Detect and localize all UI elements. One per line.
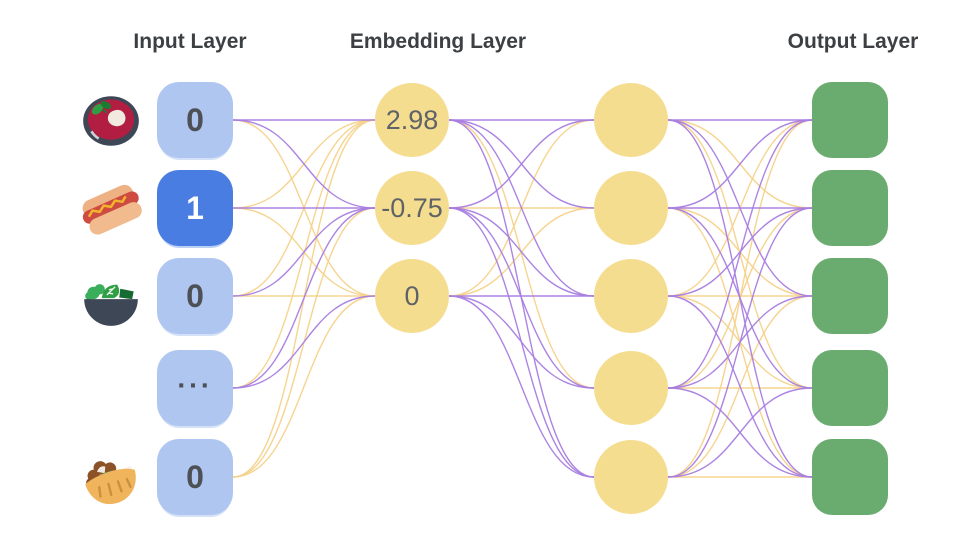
input-node-value: 1	[186, 189, 204, 226]
edge-embedding-hidden	[448, 295, 595, 389]
salad-bowl-icon	[78, 263, 144, 329]
input-node-2: 0	[157, 258, 233, 334]
hidden-node-0	[594, 83, 668, 157]
edge-embedding-hidden	[448, 119, 595, 389]
input-node-value: 0	[186, 458, 204, 495]
embedding-node-value: 2.98	[385, 104, 439, 135]
hidden-node-4	[594, 440, 668, 514]
hidden-node-2	[594, 259, 668, 333]
input-node-value: 0	[186, 101, 204, 138]
edge-input-embedding	[232, 207, 376, 389]
output-layer-title: Output Layer	[787, 30, 919, 53]
embedding-node-1: -0.75	[375, 171, 449, 245]
edge-hidden-output	[667, 295, 813, 478]
edge-hidden-output	[667, 207, 813, 478]
edge-input-embedding	[232, 207, 376, 297]
input-node-4: 0	[157, 439, 233, 515]
input-layer-title: Input Layer	[133, 30, 247, 53]
output-node-0	[812, 82, 888, 158]
edge-input-embedding	[232, 119, 376, 389]
hidden-node-3	[594, 351, 668, 425]
pita-wrap-icon	[78, 444, 144, 510]
input-node-1: 1	[157, 170, 233, 246]
input-node-value: ...	[177, 362, 213, 394]
input-node-3: ...	[157, 350, 233, 426]
edge-input-embedding	[232, 295, 376, 389]
hidden-node-1	[594, 171, 668, 245]
edge-hidden-output	[667, 207, 813, 389]
output-node-4	[812, 439, 888, 515]
edge-embedding-hidden	[448, 207, 595, 297]
embedding-node-value: -0.75	[381, 192, 443, 223]
embedding-node-0: 2.98	[375, 83, 449, 157]
output-node-1	[812, 170, 888, 246]
input-node-0: 0	[157, 82, 233, 158]
embedding-node-2: 0	[375, 259, 449, 333]
input-node-value: 0	[186, 277, 204, 314]
edge-input-embedding	[232, 119, 376, 209]
output-node-2	[812, 258, 888, 334]
embedding-node-value: 0	[404, 280, 420, 311]
edge-hidden-output	[667, 119, 813, 389]
soup-bowl-icon	[78, 87, 144, 153]
embedding-layer-title: Embedding Layer	[349, 30, 527, 53]
edge-input-embedding	[232, 295, 376, 478]
edge-embedding-hidden	[448, 207, 595, 389]
hot-dog-icon	[78, 175, 144, 241]
edge-embedding-hidden	[448, 119, 595, 209]
edge-hidden-output	[667, 119, 813, 209]
edge-embedding-hidden	[448, 295, 595, 478]
edge-hidden-output	[667, 387, 813, 478]
output-node-3	[812, 350, 888, 426]
edge-embedding-hidden	[448, 119, 595, 297]
